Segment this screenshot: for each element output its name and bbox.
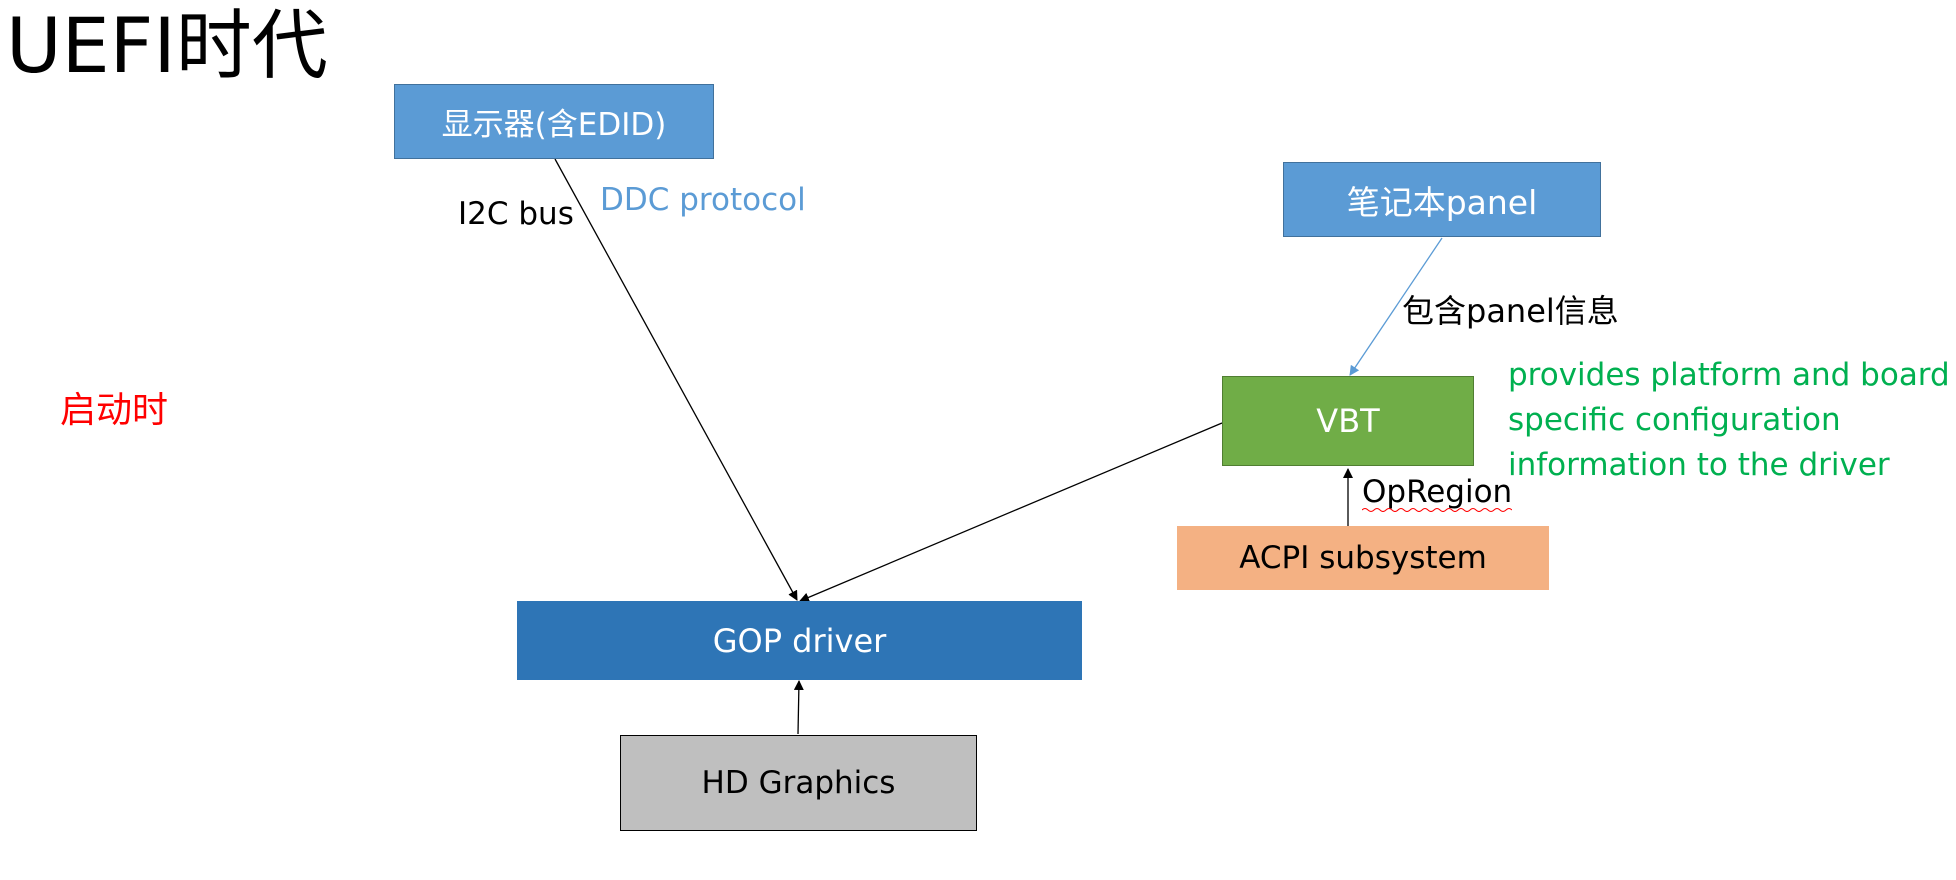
contains-panel-info-label: 包含panel信息 <box>1402 292 1619 330</box>
startup-label: 启动时 <box>60 390 169 431</box>
vbt-node: VBT <box>1222 376 1474 466</box>
vbt-note-line-3: information to the driver <box>1508 447 1890 483</box>
vbt-description-note: provides platform and board specific con… <box>1508 353 1950 488</box>
edge-hd-to-gop <box>793 680 804 735</box>
edge-monitor-to-gop <box>554 158 798 601</box>
hd-graphics-node: HD Graphics <box>620 735 977 831</box>
gop-driver-node: GOP driver <box>517 601 1082 680</box>
acpi-subsystem-node: ACPI subsystem <box>1177 526 1549 590</box>
slide-title: UEFI时代 <box>6 1 328 90</box>
spellcheck-squiggle <box>1362 508 1512 512</box>
ddc-protocol-label: DDC protocol <box>600 182 806 218</box>
i2c-bus-label: I2C bus <box>458 196 574 232</box>
vbt-note-line-2: specific configuration <box>1508 402 1841 438</box>
edge-vbt-to-gop <box>799 422 1223 603</box>
monitor-node: 显示器(含EDID) <box>394 84 714 159</box>
edge-panel-to-vbt <box>1349 237 1443 376</box>
vbt-note-line-1: provides platform and board <box>1508 357 1950 393</box>
laptop-panel-node: 笔记本panel <box>1283 162 1601 237</box>
opregion-label: OpRegion <box>1362 474 1513 510</box>
